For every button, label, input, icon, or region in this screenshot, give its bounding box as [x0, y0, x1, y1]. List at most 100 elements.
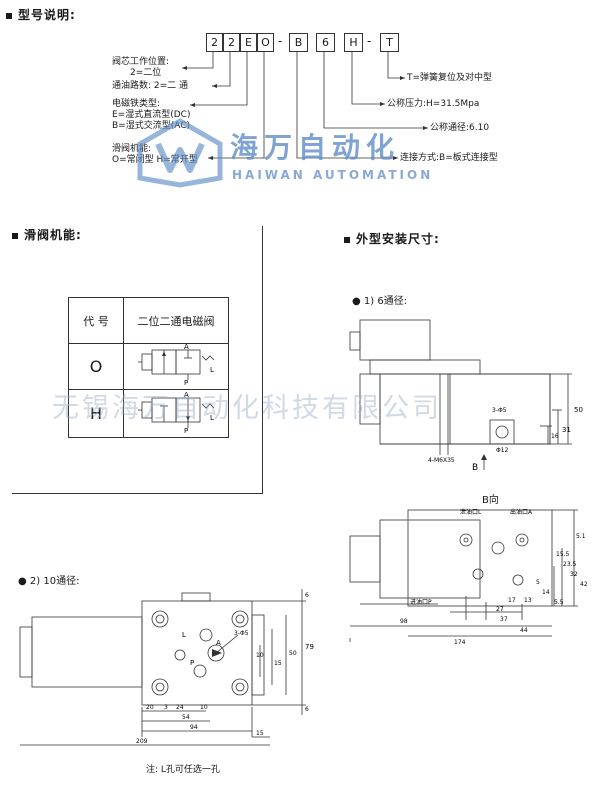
dim-label: 42	[580, 581, 588, 588]
dim-label: 32	[570, 571, 578, 578]
code-digit: T	[380, 33, 399, 52]
port-a-label: A	[184, 344, 189, 351]
size10-note: 注: L孔可任选一孔	[146, 765, 220, 775]
dim-label: 50	[574, 406, 583, 414]
code-digit: E	[240, 33, 257, 52]
dim-label: 14	[542, 589, 550, 596]
table-header-valve: 二位二通电磁阀	[123, 297, 229, 344]
code-dash: -	[367, 34, 372, 48]
spool-position-label: 阀芯工作位置: 2=二位	[112, 57, 170, 78]
valve-symbol-icon: A P L	[138, 391, 215, 435]
nominal-pressure-label: 公称压力:H=31.5Mpa	[387, 99, 480, 109]
code-digit: B	[289, 33, 308, 52]
view-b-label: B向	[482, 495, 499, 506]
code-dash: -	[278, 34, 283, 48]
brand-watermark-cn: 海万自动化	[230, 131, 401, 164]
dim-label: 27	[496, 606, 504, 613]
hole-label: 3-Φ5	[492, 407, 507, 414]
model-section-header: 型号说明:	[6, 6, 76, 23]
dim-label: 5.1	[576, 533, 586, 540]
brand-watermark-en: HAIWAN AUTOMATION	[232, 168, 434, 182]
bullet-dot-icon: ●	[18, 576, 27, 587]
size6-b-view: 泄油口L 出油口A 进油口P 5.1 15.5 23.5 32 42 5 14 …	[349, 508, 588, 646]
square-bullet-icon	[6, 12, 12, 19]
model-code-leaders	[182, 51, 428, 160]
port-label: 出油口A	[510, 508, 533, 516]
port-l-label: L	[210, 366, 214, 374]
flow-arrow-icon	[212, 649, 222, 657]
dim-label: 37	[500, 616, 508, 623]
code-digit: 2	[223, 33, 240, 52]
dim-label: 15.5	[556, 551, 570, 558]
solenoid-type-label: 电磁铁类型: E=湿式直流型(DC) B=湿式交流型(AC)	[112, 99, 191, 131]
dim-label: 44	[520, 627, 528, 634]
dim-label: 6	[305, 592, 309, 599]
size6-label: ● 1) 6通径:	[352, 296, 408, 307]
dim-label: 5.5	[554, 599, 564, 606]
port-l-label: L	[210, 414, 214, 422]
code-digit: O	[257, 33, 274, 52]
dim-label: 13	[524, 597, 532, 604]
port-label: 进油口P	[410, 598, 432, 606]
dim-label: 94	[190, 724, 198, 731]
symbol-cell: A P L	[123, 343, 229, 390]
dim-label: 6	[305, 706, 309, 713]
dim-label: 79	[305, 643, 314, 651]
port-label: A	[216, 639, 221, 647]
dimension-section-header: 外型安装尺寸:	[344, 230, 440, 247]
dim-label: 17	[508, 597, 516, 604]
table-row: H A P L	[68, 389, 229, 438]
bullet-dot-icon: ●	[352, 296, 361, 307]
code-digit: H	[344, 33, 363, 52]
function-code: H	[68, 389, 124, 438]
dim-label: 5	[536, 579, 540, 586]
port-p-label: P	[184, 379, 188, 386]
size10-label: ● 2) 10通径:	[18, 576, 80, 587]
port-p-label: P	[184, 427, 188, 434]
valve-function-table: 代 号 二位二通电磁阀 O A P L H	[68, 297, 229, 438]
dim-label: 98	[400, 618, 408, 625]
section-divider-bottom	[12, 493, 263, 494]
connection-label: 连接方式:B=板式连接型	[400, 153, 498, 163]
company-watermark: 无锡海万自动化科技有限公司	[52, 393, 442, 424]
size10-drawing: 6 10 79 50 15 6 A L P 3-Φ5 20 3 24 10 54…	[19, 589, 314, 746]
dim-label: 50	[289, 650, 297, 657]
hole-label: 3-Φ5	[234, 630, 249, 637]
dim-label: 10	[200, 704, 208, 711]
dim-label: 54	[182, 714, 190, 721]
valve-symbol-icon: A P L	[138, 343, 215, 387]
table-header-code: 代 号	[68, 297, 124, 344]
port-label: P	[190, 659, 194, 667]
port-label: 泄油口L	[460, 508, 482, 516]
code-digit: 6	[316, 33, 335, 52]
arrow-up-icon	[481, 454, 487, 460]
size6-side-view: 50 31 16 3-Φ5 Φ12 4-M6X35 B	[349, 319, 583, 473]
function-code: O	[68, 343, 124, 390]
port-label: L	[182, 631, 186, 639]
section-divider	[262, 226, 263, 494]
dim-label: 209	[136, 738, 148, 745]
dim-label: 15	[256, 730, 264, 737]
nominal-size-label: 公称通径:6.10	[430, 123, 490, 133]
port-a-label: A	[184, 391, 189, 399]
valve-function-label: 滑阀机能: O=常闭型 H=常开型	[112, 144, 198, 165]
port-count-label: 通油路数: 2=二 通	[112, 81, 189, 91]
dim-label: 24	[176, 704, 184, 711]
dim-label: 31	[562, 426, 571, 434]
square-bullet-icon	[12, 232, 18, 239]
dim-label: 174	[454, 639, 466, 646]
dim-label: 10	[256, 652, 264, 659]
square-bullet-icon	[344, 236, 350, 243]
brand-logo-icon	[137, 118, 223, 188]
bolt-label: 4-M6X35	[428, 457, 455, 464]
view-marker-label: B	[472, 463, 478, 473]
dim-label: 15	[274, 660, 282, 667]
table-row: O A P L	[68, 343, 229, 390]
function-section-header: 滑阀机能:	[12, 226, 82, 243]
code-digit: 2	[206, 33, 223, 52]
return-type-label: T=弹簧复位及对中型	[407, 73, 493, 83]
dim-label: 23.5	[563, 561, 577, 568]
dim-label: 3	[164, 704, 168, 711]
hole-label: Φ12	[496, 447, 509, 454]
symbol-cell: A P L	[123, 389, 229, 438]
